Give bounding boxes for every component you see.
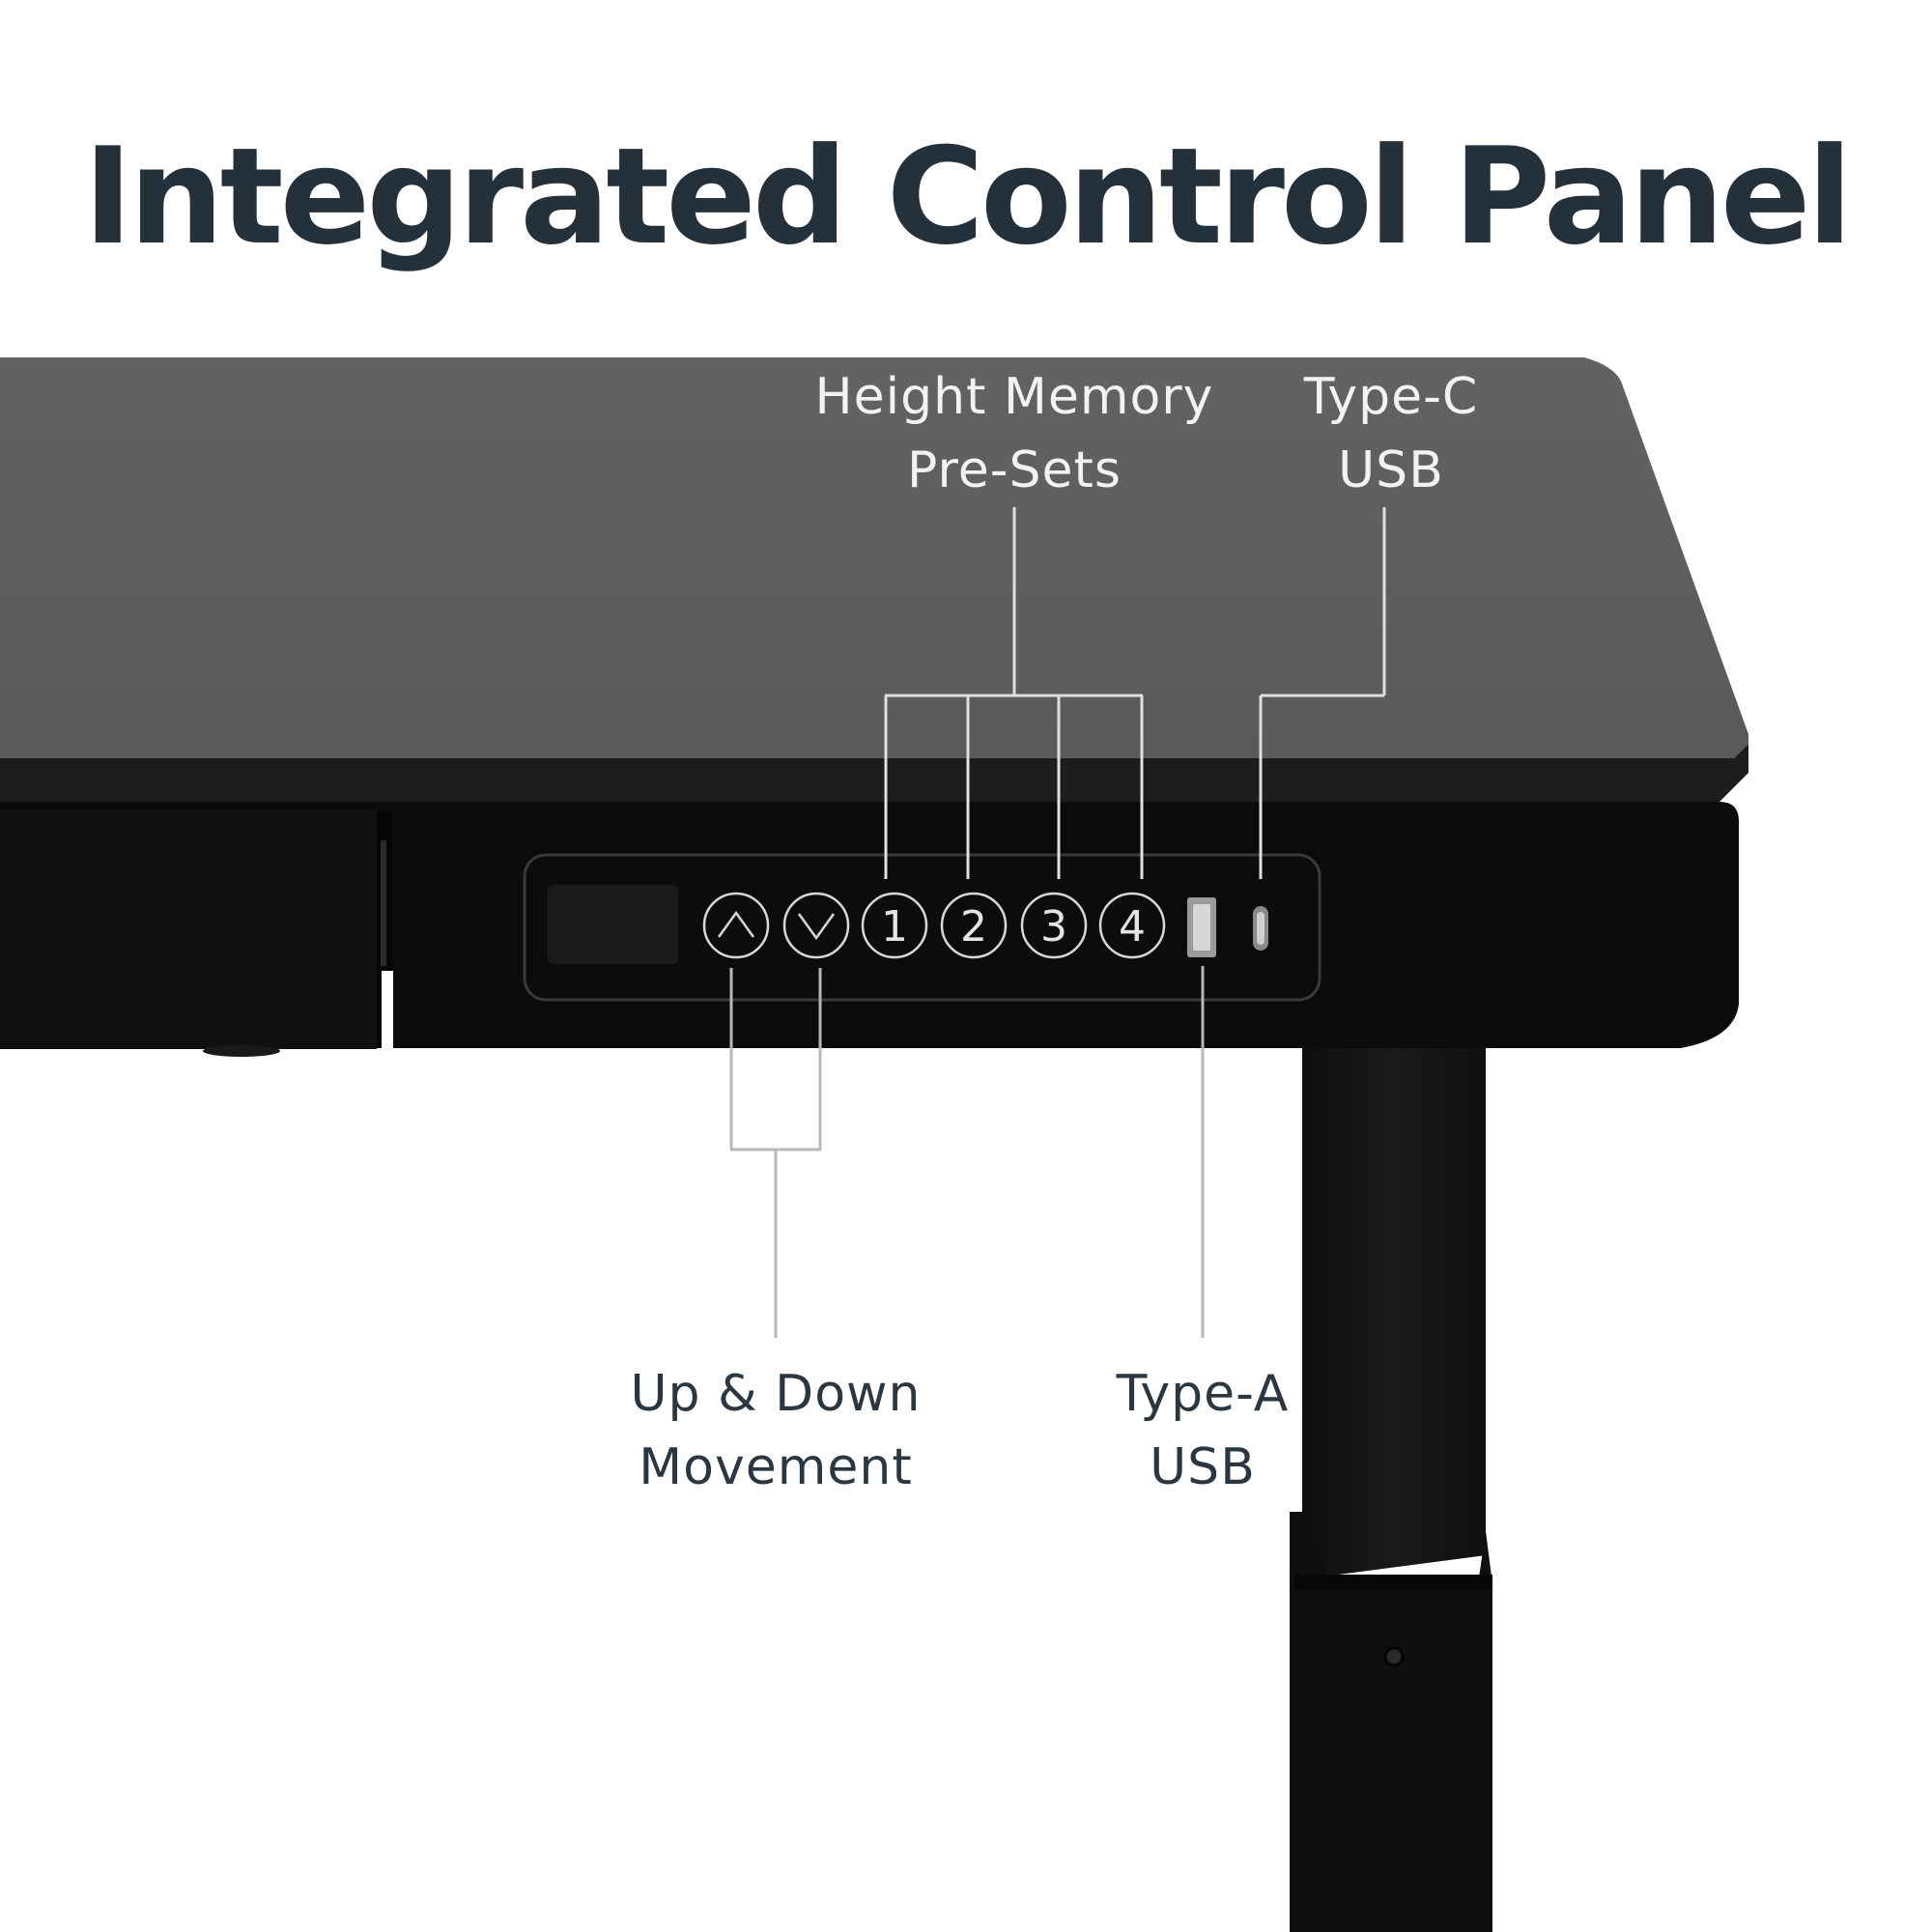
callout-type-c-line1: Type-C	[1303, 368, 1479, 426]
type-a-usb-port[interactable]	[1187, 897, 1216, 957]
preset-label-2: 2	[960, 902, 987, 952]
callout-type-a-line1: Type-A	[1116, 1365, 1290, 1423]
callout-type-c: Type-C USB	[1256, 360, 1526, 507]
desk-top-edge	[0, 744, 1748, 802]
up-button[interactable]	[702, 892, 770, 959]
callout-lines-type-c	[1259, 507, 1386, 879]
preset-button-4[interactable]: 4	[1098, 892, 1166, 959]
chevron-up-icon	[717, 910, 755, 938]
chevron-down-icon	[797, 913, 836, 941]
callout-up-down-line2: Movement	[639, 1438, 913, 1496]
desk-top	[0, 357, 1748, 758]
callout-type-a-line2: USB	[1150, 1438, 1256, 1496]
type-c-usb-port[interactable]	[1253, 906, 1268, 951]
callout-height-memory: Height Memory Pre-Sets	[773, 360, 1256, 507]
preset-label-1: 1	[881, 902, 908, 952]
panel-display	[548, 885, 678, 964]
callout-type-c-line2: USB	[1338, 441, 1444, 499]
callout-height-memory-line1: Height Memory	[814, 368, 1214, 426]
down-button[interactable]	[782, 892, 850, 959]
desk-leg-lower	[1290, 1512, 1492, 1932]
drawer-handle-shadow	[203, 1045, 280, 1057]
drawer-hinge	[381, 840, 386, 966]
preset-button-3[interactable]: 3	[1020, 892, 1088, 959]
preset-label-3: 3	[1040, 902, 1067, 952]
desk-leg-collar	[1294, 1575, 1492, 1590]
control-panel	[523, 853, 1321, 1002]
callout-type-a: Type-A USB	[1067, 1357, 1338, 1504]
preset-button-2[interactable]: 2	[940, 892, 1008, 959]
drawer-front	[0, 810, 377, 1049]
preset-button-1[interactable]: 1	[861, 892, 928, 959]
callout-lines-up-down	[729, 968, 822, 1338]
callout-up-down: Up & Down Movement	[582, 1357, 969, 1504]
callout-height-memory-line2: Pre-Sets	[907, 441, 1122, 499]
callout-lines-height-memory	[884, 507, 1144, 879]
leg-screw	[1383, 1646, 1405, 1667]
desk-leg-upper	[1302, 1048, 1486, 1579]
page-title: Integrated Control Panel	[83, 119, 1853, 274]
preset-label-4: 4	[1119, 902, 1146, 952]
drawer-under	[382, 971, 393, 1048]
callout-up-down-line1: Up & Down	[630, 1365, 922, 1423]
